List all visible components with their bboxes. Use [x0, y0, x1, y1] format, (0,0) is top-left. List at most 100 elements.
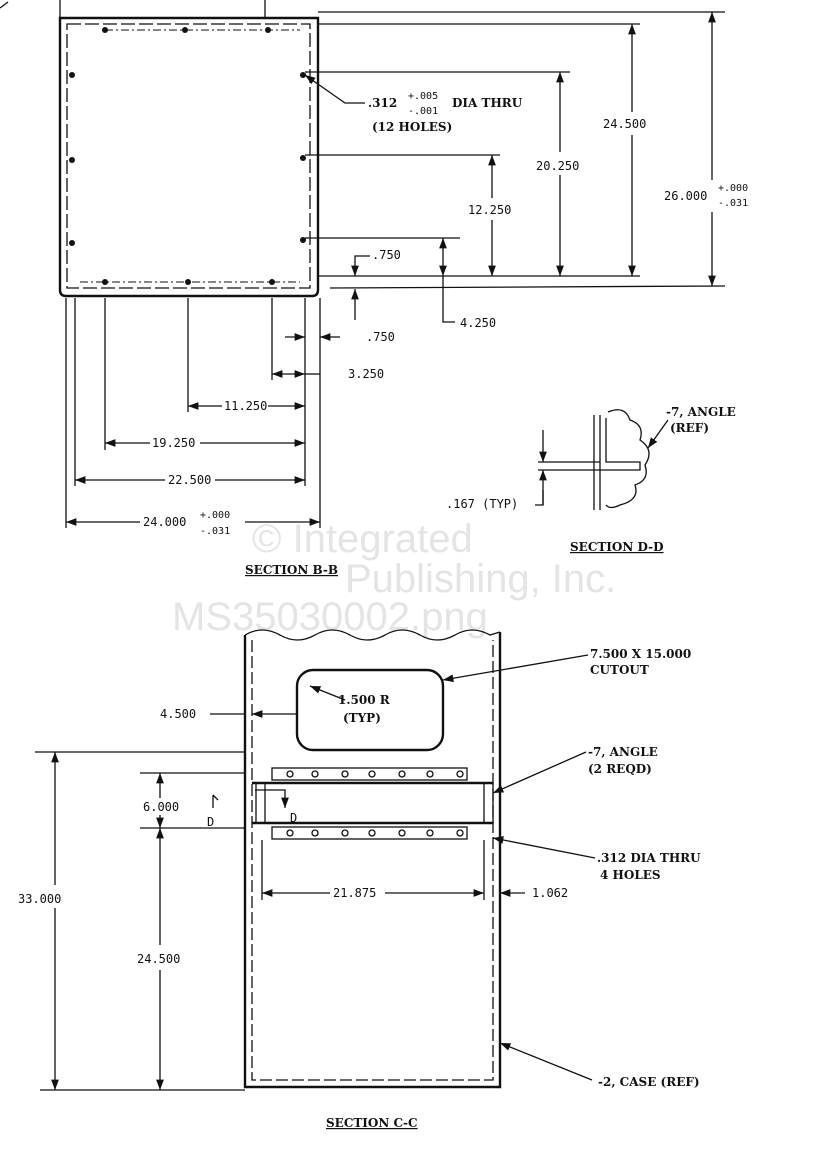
- drawing-line: [311, 829, 319, 837]
- drawing-label: +.000: [200, 510, 230, 521]
- drawing-label: 4 HOLES: [600, 868, 661, 882]
- drawing-line: [311, 770, 319, 778]
- dim-167-typ: .167 (TYP): [446, 497, 518, 511]
- cutout-note: 7.500 X 15.000: [590, 647, 691, 661]
- dim-3250: 3.250: [348, 367, 384, 381]
- watermark: © Integrated Publishing, Inc. MS35030002…: [172, 517, 616, 639]
- drawing-label: © Integrated: [252, 517, 473, 561]
- drawing-line: [271, 767, 468, 781]
- angle-upper: [252, 767, 493, 785]
- drawing-label: DIA THRU: [452, 96, 523, 110]
- drawing-line: [69, 72, 75, 78]
- dim-20250: 20.250: [536, 159, 579, 173]
- dim-6000: 6.000: [143, 800, 179, 814]
- drawing-line: [300, 72, 306, 78]
- dim-12250: 12.250: [468, 203, 511, 217]
- drawing-line: [456, 829, 464, 837]
- angle-note: -7, ANGLE: [666, 405, 736, 419]
- dim-750-vertical: .750: [372, 248, 401, 262]
- dim-11250: 11.250: [224, 399, 267, 413]
- drawing-label: (2 REQD): [588, 762, 652, 776]
- drawing-line: [341, 770, 349, 778]
- drawing-line: [456, 770, 464, 778]
- angle-note-cc: -7, ANGLE: [588, 745, 658, 759]
- drawing-label: -.031: [718, 198, 748, 209]
- drawing-line: [255, 782, 266, 824]
- drawing-line: [647, 419, 669, 449]
- section-bb: 24.500 20.250 12.250 4.250 .750 26.000 +…: [0, 0, 748, 577]
- drawing-label: +.005: [408, 91, 438, 102]
- drawing-line: [398, 770, 406, 778]
- dim-19250: 19.250: [152, 436, 195, 450]
- drawing-line: [329, 285, 726, 289]
- section-mark-right: D: [290, 811, 297, 825]
- dim-4250: 4.250: [460, 316, 496, 330]
- section-bb-title: SECTION B-B: [245, 563, 338, 577]
- drawing-line: [309, 685, 346, 701]
- section-cc: D D 33.000 6.000 24.500 4.500 21.875 1.0…: [18, 629, 701, 1130]
- drawing-line: [426, 829, 434, 837]
- drawing-line: [69, 240, 75, 246]
- drawing-line: [442, 654, 589, 683]
- drawing-line: [102, 279, 108, 285]
- drawing-line: [304, 74, 365, 104]
- drawing-line: [593, 415, 641, 510]
- drawing-line: [492, 836, 596, 859]
- dim-4500: 4.500: [160, 707, 196, 721]
- drawing-line: [499, 1042, 593, 1081]
- drawing-line: [398, 829, 406, 837]
- dim-24500: 24.500: [603, 117, 646, 131]
- drawing-line: [442, 276, 455, 323]
- case-note: -2, CASE (REF): [598, 1075, 700, 1089]
- drawing-line: [483, 782, 494, 824]
- drawing-label: CUTOUT: [590, 663, 649, 677]
- section-cc-title: SECTION C-C: [326, 1116, 418, 1130]
- section-mark-left: D: [207, 815, 214, 829]
- dim-1062: 1.062: [532, 886, 568, 900]
- drawing-line: [271, 826, 468, 840]
- drawing-line: [0, 1, 9, 9]
- dim-750-horizontal: .750: [366, 330, 395, 344]
- drawing-line: [368, 829, 376, 837]
- drawing-label: (REF): [670, 421, 709, 435]
- hole-note: .312: [368, 96, 397, 110]
- drawing-label: +.000: [718, 183, 748, 194]
- drawing-line: [286, 770, 294, 778]
- drawing-line: [368, 770, 376, 778]
- drawing-line: [243, 632, 502, 1089]
- drawing-line: [58, 16, 320, 298]
- drawing-line: [66, 23, 311, 289]
- drawing-label: Publishing, Inc.: [345, 557, 616, 601]
- dim-22500: 22.500: [168, 473, 211, 487]
- drawing-label: -.031: [200, 526, 230, 537]
- drawing-line: [286, 829, 294, 837]
- drawing-line: [341, 829, 349, 837]
- drawing-line: [605, 409, 650, 509]
- drawing-line: [255, 789, 289, 808]
- drawing-label: MS35030002.png: [172, 595, 488, 639]
- drawing-line: [244, 629, 501, 641]
- hole-note-cc: .312 DIA THRU: [597, 851, 701, 865]
- drawing-line: [300, 237, 306, 243]
- section-dd: .167 (TYP) -7, ANGLE (REF) SECTION D-D: [446, 405, 736, 554]
- drawing-line: [351, 255, 370, 276]
- radius-note: 1.500 R: [338, 693, 391, 707]
- drawing-line: [300, 155, 306, 161]
- cutout: [295, 668, 445, 752]
- drawing-line: [535, 490, 544, 506]
- dim-21875: 21.875: [333, 886, 376, 900]
- dim-33000: 33.000: [18, 892, 61, 906]
- hole-pattern: [69, 27, 306, 285]
- drawing-line: [69, 157, 75, 163]
- drawing-line: [251, 640, 494, 1081]
- dim-26000: 26.000: [664, 189, 707, 203]
- section-dd-title: SECTION D-D: [570, 540, 664, 554]
- angle-lower: [252, 821, 493, 840]
- drawing-line: [492, 751, 587, 794]
- drawing-label: -.001: [408, 106, 438, 117]
- drawing-label: (TYP): [343, 711, 381, 725]
- dim-24500-cc: 24.500: [137, 952, 180, 966]
- dim-24000: 24.000: [143, 515, 186, 529]
- drawing-line: [212, 794, 219, 808]
